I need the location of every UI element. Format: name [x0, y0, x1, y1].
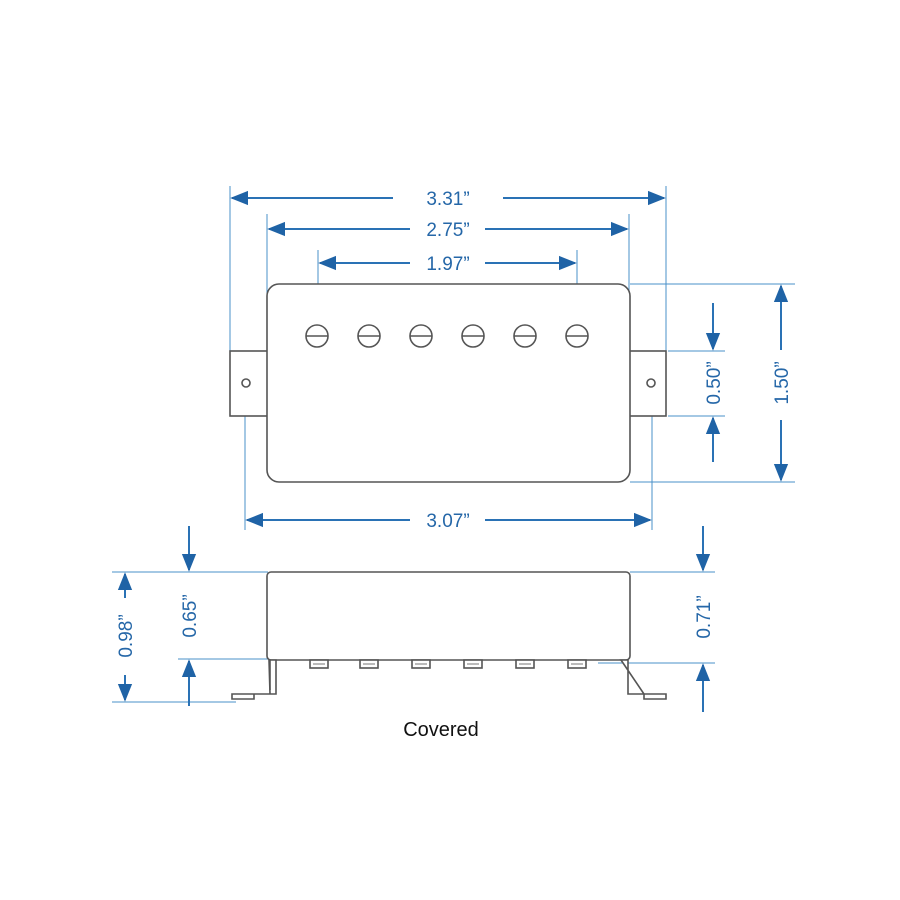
label-cover-height: 1.50”	[772, 361, 793, 404]
pickup-cover-top	[266, 283, 631, 483]
label-overall-width: 3.31”	[426, 189, 469, 210]
dim-total-height: 0.98”	[116, 572, 137, 702]
pickup-cover-side	[266, 571, 631, 661]
label-cover-side-height: 0.71”	[694, 595, 715, 638]
mounting-leg-left	[231, 659, 277, 700]
dim-cover-height: 1.50”	[772, 284, 793, 482]
screw-tip	[359, 659, 379, 669]
caption: Covered	[403, 719, 479, 741]
dim-body-height: 0.65”	[180, 526, 201, 706]
mounting-hole-right	[646, 378, 656, 388]
dim-cover-side-height: 0.71”	[694, 526, 715, 712]
dim-pole-spacing: 1.97”	[318, 254, 577, 275]
pole-pieces	[305, 324, 589, 348]
dim-cover-width: 2.75”	[267, 220, 629, 241]
dim-mount-tab-height: 0.50”	[704, 303, 725, 462]
screw-tips	[309, 659, 587, 669]
label-mount-tab-height: 0.50”	[704, 361, 725, 404]
pole-piece	[409, 324, 433, 348]
mounting-leg-right	[619, 659, 667, 700]
pole-piece	[357, 324, 381, 348]
dim-overall-width: 3.31”	[230, 189, 666, 210]
dim-mount-spacing: 3.07”	[245, 511, 652, 532]
screw-tip	[515, 659, 535, 669]
pole-piece	[513, 324, 537, 348]
label-pole-spacing: 1.97”	[426, 254, 469, 275]
screw-tip	[411, 659, 431, 669]
label-mount-spacing: 3.07”	[426, 511, 469, 532]
pole-piece	[461, 324, 485, 348]
pole-piece	[565, 324, 589, 348]
screw-tip	[463, 659, 483, 669]
screw-tip	[309, 659, 329, 669]
label-body-height: 0.65”	[180, 594, 201, 637]
side-extension-lines	[112, 571, 715, 703]
label-total-height: 0.98”	[116, 614, 137, 657]
screw-tip	[567, 659, 587, 669]
top-view: 3.31” 2.75” 1.97” 3.07” 0.50”	[229, 186, 795, 532]
side-view: 0.98” 0.65” 0.71”	[112, 526, 715, 712]
pole-piece	[305, 324, 329, 348]
label-cover-width: 2.75”	[426, 220, 469, 241]
mounting-hole-left	[241, 378, 251, 388]
